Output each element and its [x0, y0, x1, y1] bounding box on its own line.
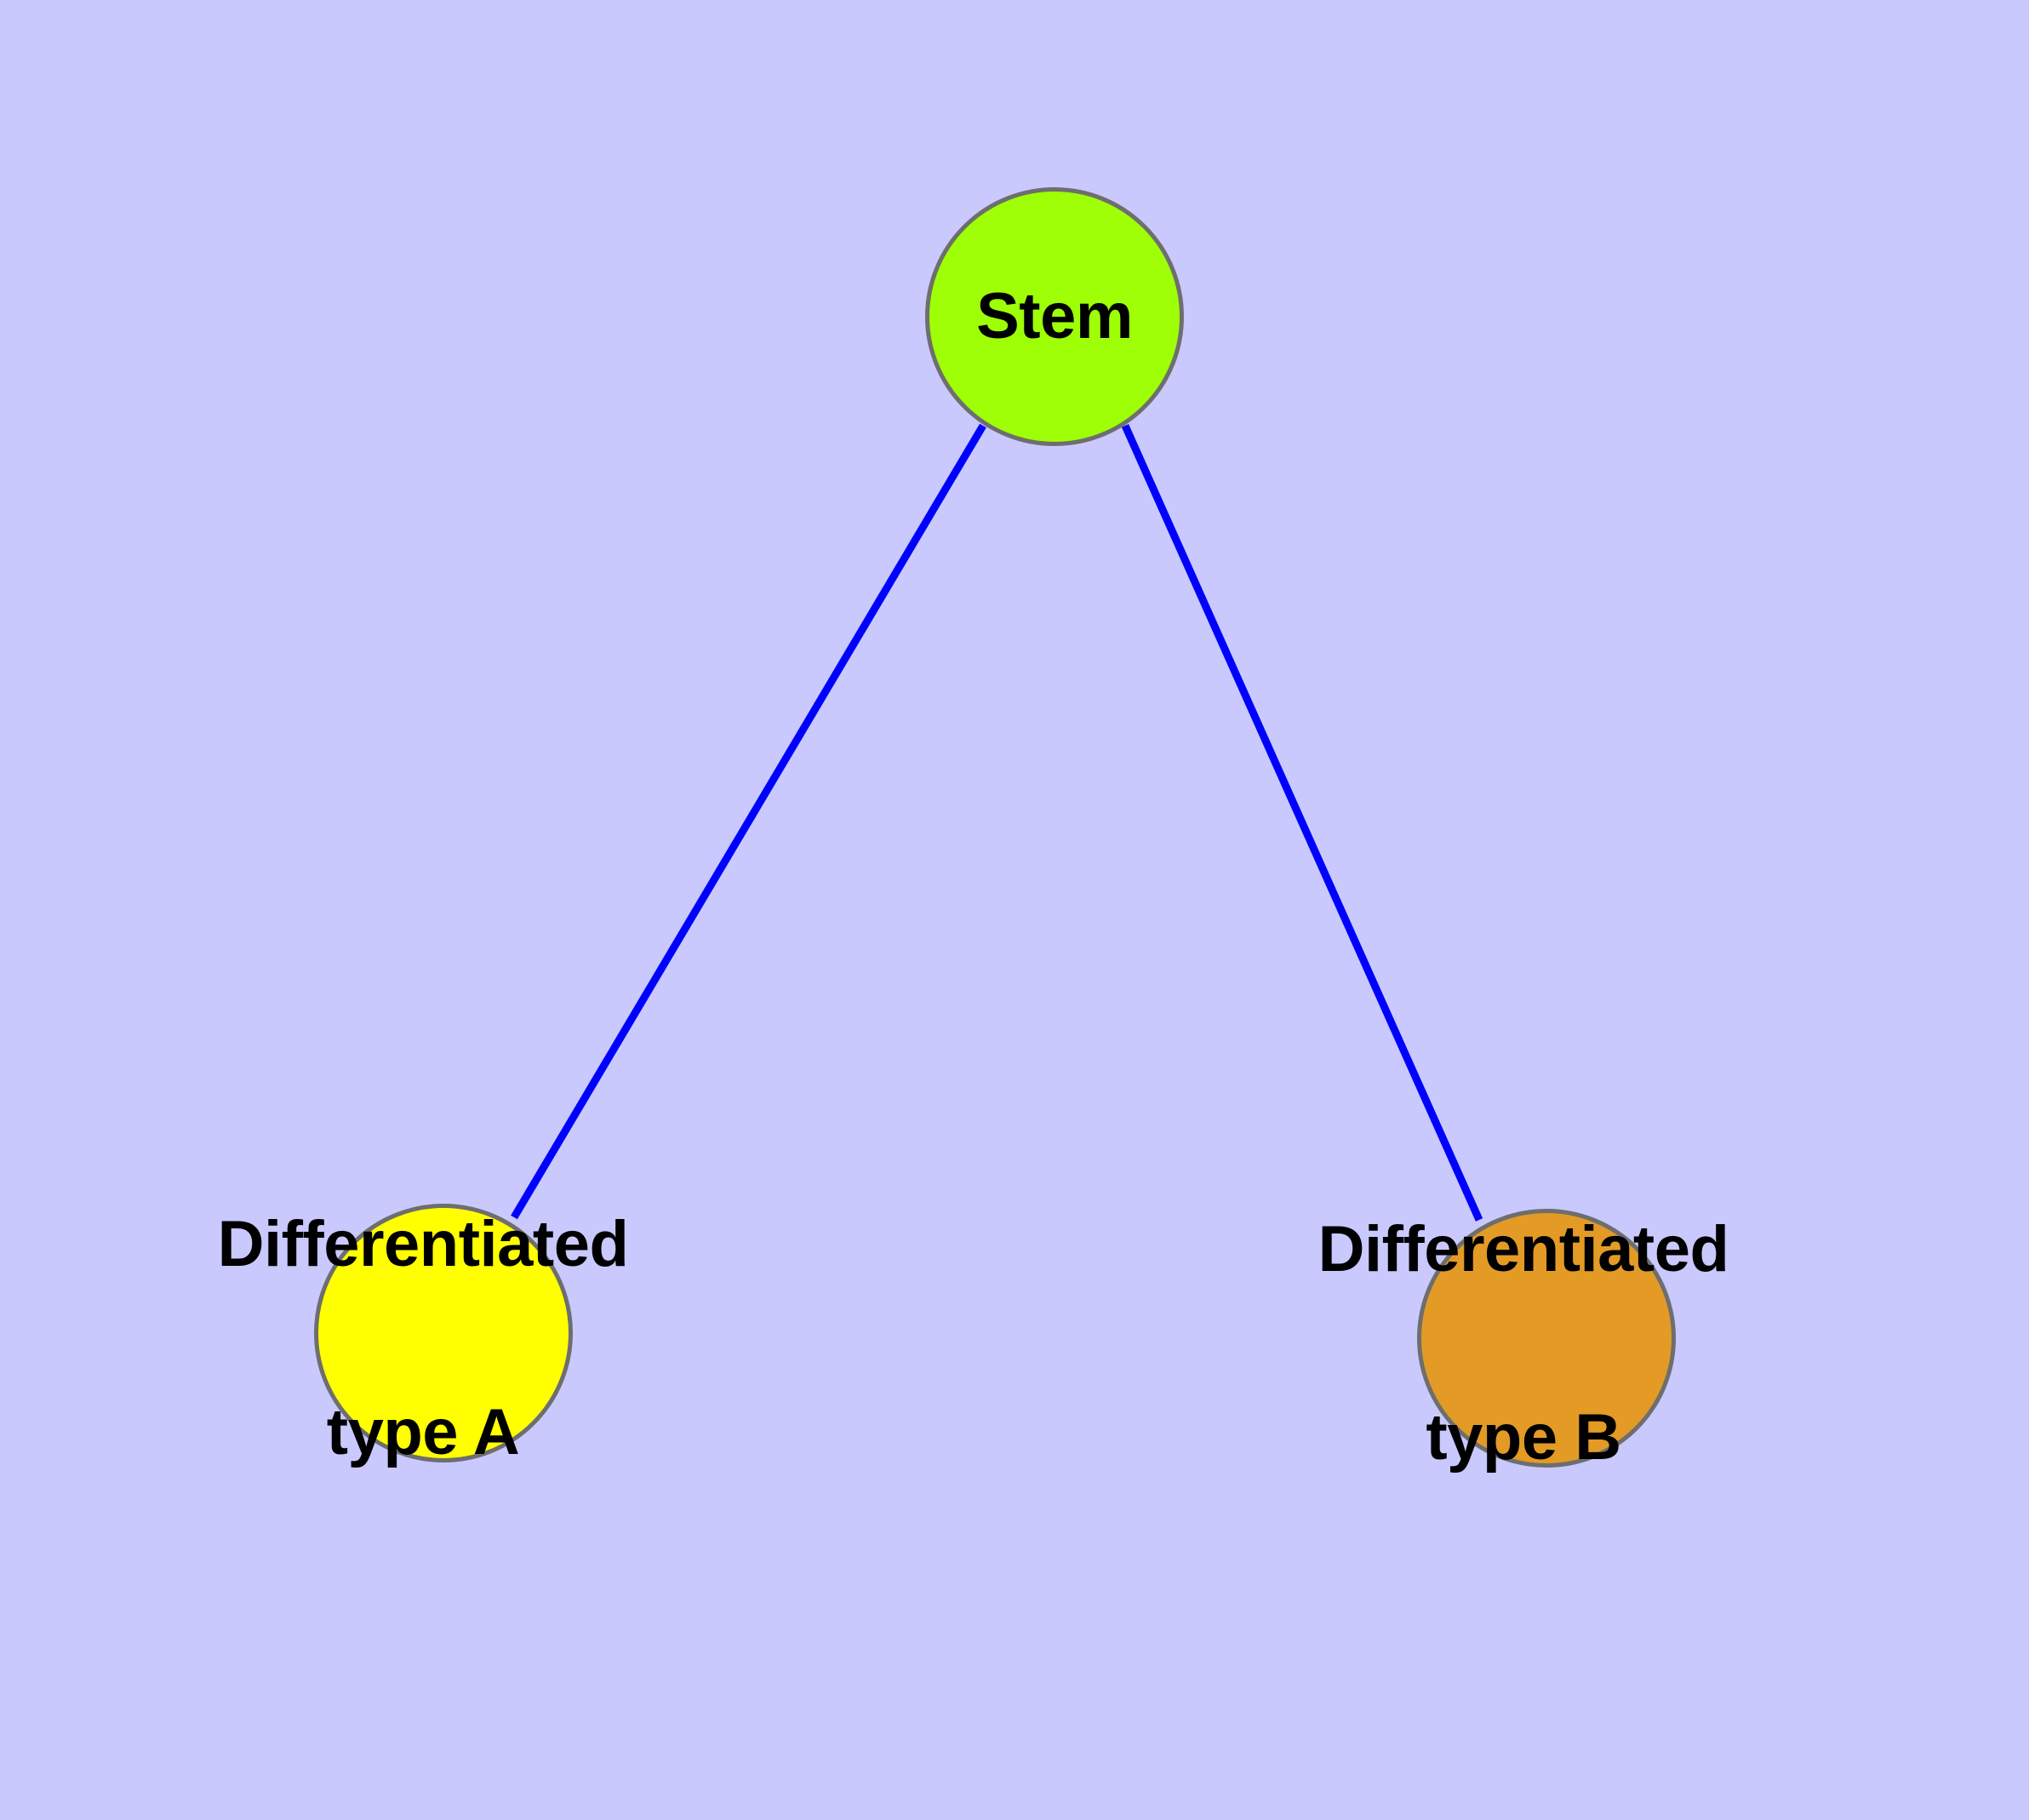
edge-stem-to-diff-a[interactable] — [511, 423, 986, 1220]
node-differentiated-type-a[interactable] — [314, 1204, 573, 1462]
node-differentiated-type-b[interactable] — [1417, 1209, 1676, 1468]
node-stem[interactable] — [925, 187, 1184, 446]
edge-stem-to-diff-b[interactable] — [1121, 424, 1483, 1222]
